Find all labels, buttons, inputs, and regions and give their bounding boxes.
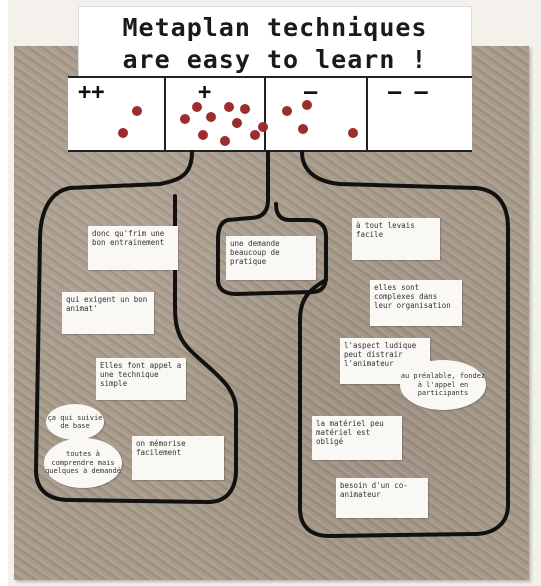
- vote-dot: [258, 122, 268, 132]
- column-minus-minus-label: — —: [388, 80, 428, 105]
- vote-dot: [298, 124, 308, 134]
- card: donc qu'frim une bon entrainement: [88, 226, 178, 270]
- title-line-1: Metaplan techniques: [122, 13, 428, 42]
- column-divider: [366, 78, 368, 150]
- vote-dot: [282, 106, 292, 116]
- vote-dot: [232, 118, 242, 128]
- card: Elles font appel a une technique simple: [96, 358, 186, 400]
- vote-dot: [302, 100, 312, 110]
- card: à tout levais facile: [352, 218, 440, 260]
- card: on mémorise facilement: [132, 436, 224, 480]
- oval-card: au préalable, fondez à l'appel en partic…: [400, 360, 486, 410]
- title-line-2: are easy to learn !: [122, 45, 428, 74]
- vote-dot: [224, 102, 234, 112]
- column-divider: [164, 78, 166, 150]
- card: qui exigent un bon animat': [62, 292, 154, 334]
- card: besoin d'un co-animateur: [336, 478, 428, 518]
- column-minus-label: —: [304, 80, 318, 105]
- card: la matériel peu matériel est obligé: [312, 416, 402, 460]
- column-plus-label: +: [198, 80, 212, 105]
- title-banner: Metaplan techniques are easy to learn !: [78, 6, 472, 78]
- vote-dot: [192, 102, 202, 112]
- vote-dot: [118, 128, 128, 138]
- vote-dot: [240, 104, 250, 114]
- vote-dot: [198, 130, 208, 140]
- oval-card: ça qui suivie de base: [46, 404, 104, 440]
- vote-dot: [180, 114, 190, 124]
- vote-dot: [250, 130, 260, 140]
- column-divider: [264, 78, 266, 150]
- column-plus-plus-label: ++: [78, 80, 105, 105]
- vote-dot: [348, 128, 358, 138]
- page-margin: [0, 0, 8, 586]
- oval-card: toutes à comprendre mais quelques à dema…: [44, 438, 122, 488]
- rating-grid: ++ + — — —: [68, 76, 472, 152]
- card: elles sont complexes dans leur organisat…: [370, 280, 462, 326]
- vote-dot: [220, 136, 230, 146]
- vote-dot: [206, 112, 216, 122]
- card: une demande beaucoup de pratique: [226, 236, 316, 280]
- vote-dot: [132, 106, 142, 116]
